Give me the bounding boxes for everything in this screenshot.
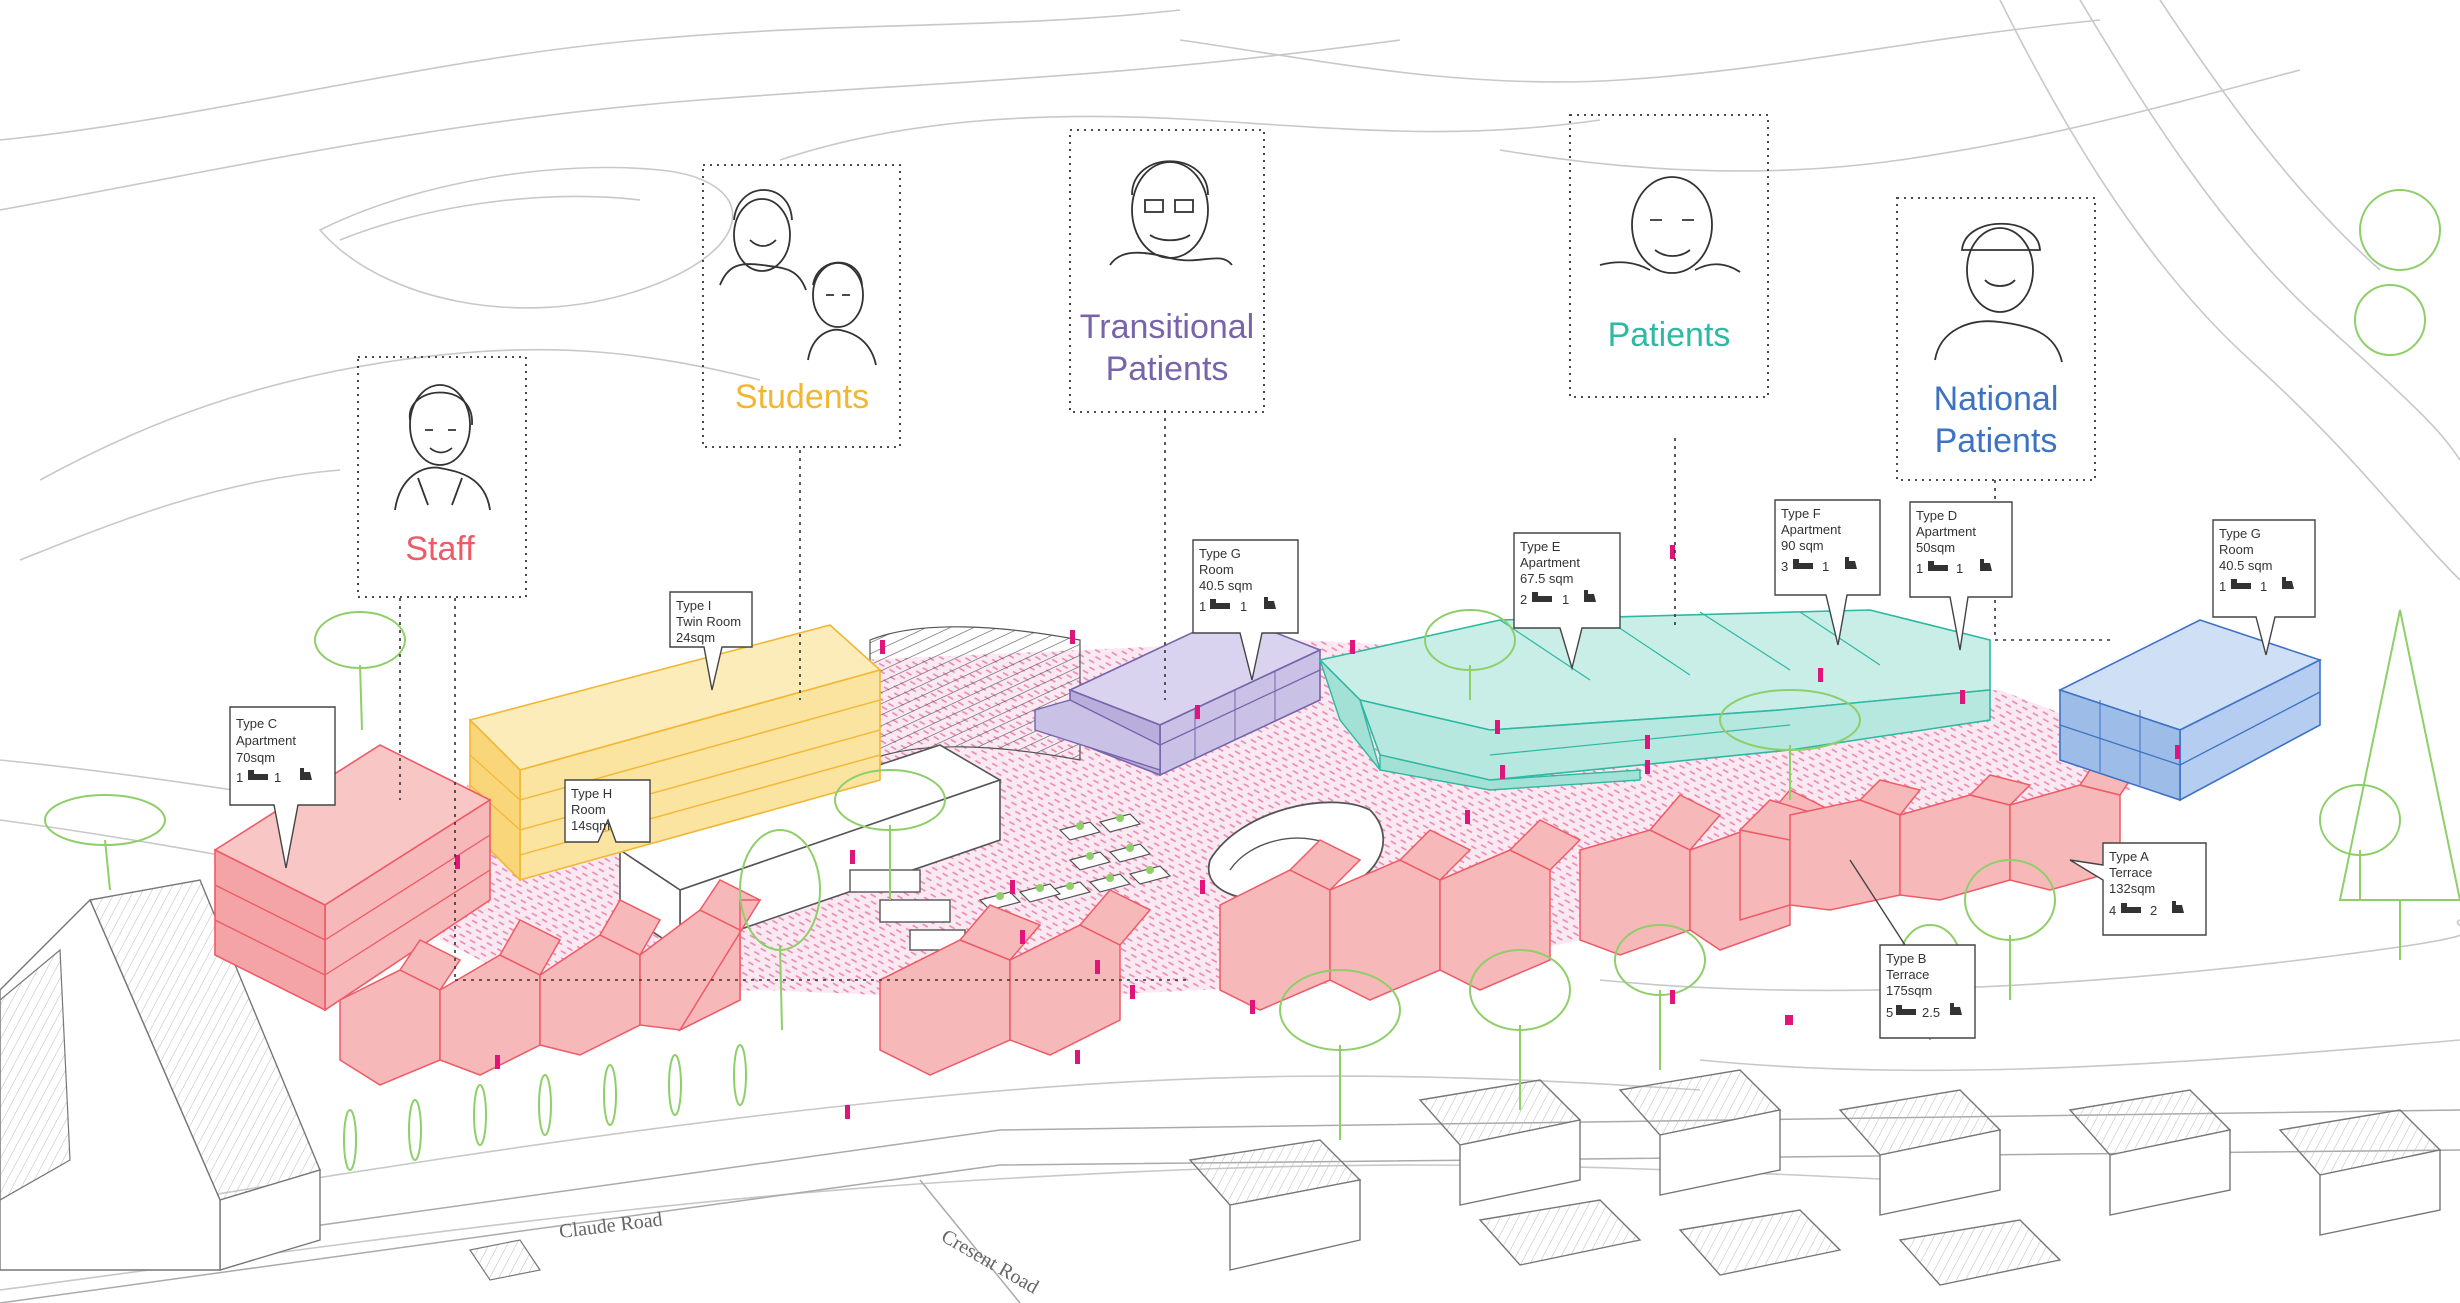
transitional-label-line1: Transitional — [1080, 308, 1254, 346]
national-portrait-icon — [1935, 224, 2062, 362]
persona-patients: Patients — [1570, 115, 1768, 397]
type-a-a-text: 132sqm — [2109, 881, 2155, 896]
type-f-beds-text: 3 — [1781, 559, 1788, 574]
staff-portrait-icon — [395, 385, 490, 510]
type-e-baths-text: 1 — [1562, 592, 1569, 607]
type-a-k-text: Terrace — [2109, 865, 2152, 880]
type-c-baths-text: 1 — [274, 770, 281, 785]
type-b-baths-text: 2.5 — [1922, 1005, 1940, 1020]
type-e-k-text: Apartment — [1520, 555, 1580, 570]
type-h-a-text: 14sqm — [571, 818, 610, 833]
type-e-t-text: Type E — [1520, 539, 1561, 554]
type-a-beds-text: 4 — [2109, 903, 2116, 918]
type-g1-k-text: Room — [1199, 562, 1234, 577]
national-label-line2: Patients — [1935, 422, 2058, 460]
transitional-portrait-icon — [1110, 161, 1232, 265]
students-label: Students — [735, 378, 869, 416]
type-e-a-text: 67.5 sqm — [1520, 571, 1573, 586]
type-f-baths-text: 1 — [1822, 559, 1829, 574]
type-g2-k-text: Room — [2219, 542, 2254, 557]
type-i-a-text: 24sqm — [676, 630, 715, 645]
type-h-k-text: Room — [571, 802, 606, 817]
transitional-label-line2: Patients — [1106, 350, 1229, 388]
neighbouring-houses — [470, 1070, 2440, 1285]
type-g2-beds-text: 1 — [2219, 579, 2226, 594]
type-d-beds-text: 1 — [1916, 561, 1923, 576]
type-c-t-text: Type C — [236, 716, 277, 731]
type-d-baths-text: 1 — [1956, 561, 1963, 576]
national-label-line1: National — [1934, 380, 2059, 418]
type-i-t-text: Type I — [676, 598, 711, 613]
type-a-baths-text: 2 — [2150, 903, 2157, 918]
callout-type-h: Type H Room 14sqm — [565, 780, 650, 842]
type-d-t-text: Type D — [1916, 508, 1957, 523]
type-c-beds-text: 1 — [236, 770, 243, 785]
type-g1-a-text: 40.5 sqm — [1199, 578, 1252, 593]
type-f-k-text: Apartment — [1781, 522, 1841, 537]
cresent-road-label: Cresent Road — [938, 1225, 1043, 1298]
persona-national: National Patients — [1897, 198, 2095, 480]
staff-label: Staff — [405, 530, 475, 568]
type-a-t-text: Type A — [2109, 849, 2149, 864]
claude-road-label: Claude Road — [558, 1208, 664, 1242]
type-h-t-text: Type H — [571, 786, 612, 801]
patients-label: Patients — [1608, 316, 1731, 354]
students-portrait-icon — [720, 190, 876, 365]
type-d-k-text: Apartment — [1916, 524, 1976, 539]
type-c-a-text: 70sqm — [236, 750, 275, 765]
national-patients-building — [2060, 620, 2320, 800]
amphitheatre-steps — [870, 627, 1080, 760]
persona-students: Students — [703, 165, 900, 447]
type-g1-t-text: Type G — [1199, 546, 1241, 561]
type-f-t-text: Type F — [1781, 506, 1821, 521]
type-e-beds-text: 2 — [1520, 592, 1527, 607]
type-g2-t-text: Type G — [2219, 526, 2261, 541]
type-b-a-text: 175sqm — [1886, 983, 1932, 998]
type-f-a-text: 90 sqm — [1781, 538, 1824, 553]
type-b-k-text: Terrace — [1886, 967, 1929, 982]
persona-transitional: Transitional Patients — [1070, 130, 1264, 412]
type-g2-a-text: 40.5 sqm — [2219, 558, 2272, 573]
persona-staff: Staff — [358, 357, 526, 597]
type-i-k-text: Twin Room — [676, 614, 741, 629]
type-d-a-text: 50sqm — [1916, 540, 1955, 555]
type-b-t-text: Type B — [1886, 951, 1926, 966]
type-c-k-text: Apartment — [236, 733, 296, 748]
patients-portrait-icon — [1600, 177, 1740, 273]
type-b-beds-text: 5 — [1886, 1005, 1893, 1020]
type-g1-beds-text: 1 — [1199, 599, 1206, 614]
type-g2-baths-text: 1 — [2260, 579, 2267, 594]
type-g1-baths-text: 1 — [1240, 599, 1247, 614]
